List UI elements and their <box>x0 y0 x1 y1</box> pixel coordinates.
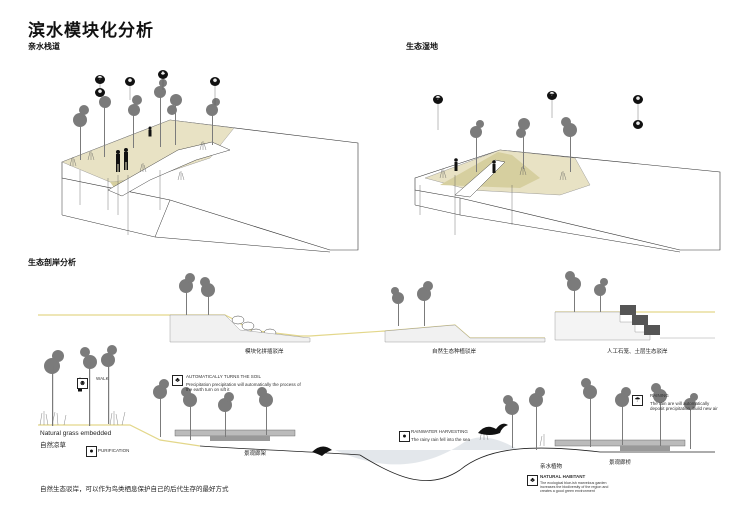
note-grass-en: Natural grass embedded <box>40 430 112 437</box>
caption-stone-bank: 人工石笼、土层生态驳岸 <box>607 349 668 355</box>
walk-label: WALK <box>96 376 109 381</box>
note-rainwater-body: The rainy rain fell into the sea <box>411 437 471 442</box>
caption-waterside-plants: 亲水植物 <box>540 464 563 470</box>
umbrella-icon: ☂ <box>95 75 105 84</box>
note-grass-cn: 自然凉草 <box>40 442 66 449</box>
note-habitat-body: The ecological blue-ish marvelous garden… <box>540 481 609 493</box>
caption-modular-bank: 模块化拼插驳岸 <box>245 349 284 355</box>
person-icon: ☻ <box>633 120 643 129</box>
person-icon: ☻ <box>210 77 220 86</box>
rain-icon: ☂ <box>632 395 643 406</box>
water-drop-icon: ● <box>399 431 410 442</box>
panel-title-plank-road: 亲水栈道 <box>28 42 60 51</box>
soil-turn-icon: ♣ <box>172 375 183 386</box>
note-habitat-title: NATURAL HABITANT <box>540 474 586 479</box>
page-title: 滨水模块化分析 <box>28 21 154 40</box>
purification-icon: ● <box>86 446 97 457</box>
note-purification: PURIFICATION <box>98 448 130 453</box>
umbrella-icon: ☂ <box>433 95 443 104</box>
note-auto-turn-title: AUTOMATICALLY TURNS THE SOIL <box>186 374 262 379</box>
panel-title-section: 生态剖岸分析 <box>28 258 76 267</box>
umbrella-icon: ☂ <box>547 91 557 100</box>
walk-icon: ☻ <box>77 378 88 389</box>
person-icon: ☻ <box>95 88 105 97</box>
person-icon: ☻ <box>633 95 643 104</box>
note-rain-body: The rain are will automatically deposit … <box>650 401 718 411</box>
caption-natural-bank: 自然生态种植驳岸 <box>432 349 477 355</box>
tree-icon: ♣ <box>158 70 168 79</box>
note-auto-turn-body: Precipitation precipitation will automat… <box>186 382 301 392</box>
panel-title-wetland: 生态湿地 <box>406 42 438 51</box>
person-icon: ☻ <box>125 77 135 86</box>
note-rainwater-title: RAINWATER HARVESTING <box>411 429 468 434</box>
note-bottom: 自然生态驳岸，可以作为鸟类栖息保护自己的后代生存的最好方式 <box>40 486 229 493</box>
note-rain-title: RAINING <box>650 393 669 398</box>
caption-landscape-bridge: 景观廊桥 <box>609 460 632 466</box>
caption-boardwalk: 景观廊架 <box>244 451 267 457</box>
habitat-icon: ♣ <box>527 475 538 486</box>
